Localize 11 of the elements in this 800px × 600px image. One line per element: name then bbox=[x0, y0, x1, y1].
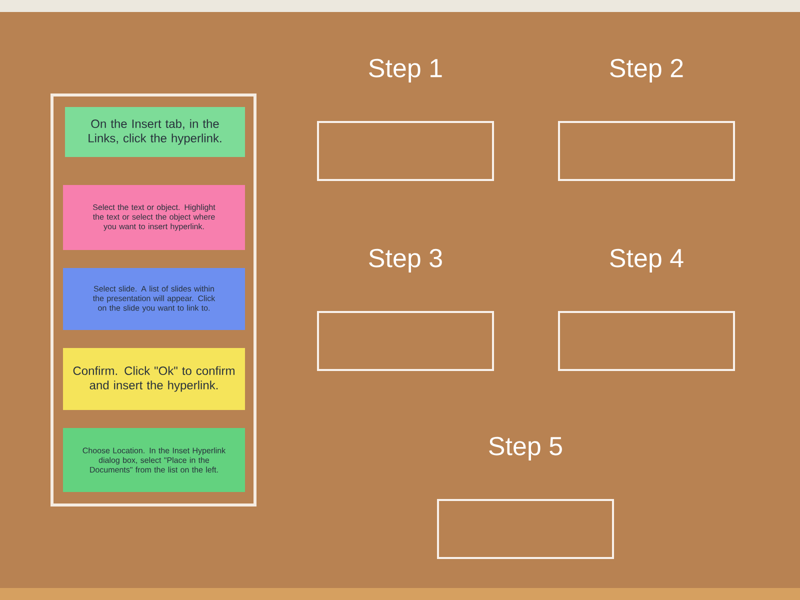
step-heading: Step 3 bbox=[369, 248, 442, 272]
step-heading: Step 5 bbox=[489, 436, 562, 460]
step-heading: Step 4 bbox=[610, 248, 684, 272]
step-heading: Step 1 bbox=[369, 58, 442, 82]
step-heading: Step 2 bbox=[610, 58, 683, 82]
sticky-note-card: Select slide. A list of slides within the presentation will appear. Click on the slide you want to link to. bbox=[63, 268, 245, 330]
sticky-note-card: On the Insert tab, in the Links, click the hyperlink. bbox=[65, 107, 245, 157]
sticky-note-card: Select the text or object. Highlight the text or select the object where you want to insert hyperlink. bbox=[63, 185, 245, 250]
chalk-outline-box bbox=[50, 94, 256, 506]
sticky-note-card: Confirm. Click "Ok" to confirm and insert the hyperlink. bbox=[63, 348, 245, 410]
sticky-note-card: Choose Location. In the Inset Hyperlink dialog box, select "Place in the Documents" from the list on the left. bbox=[63, 428, 245, 492]
